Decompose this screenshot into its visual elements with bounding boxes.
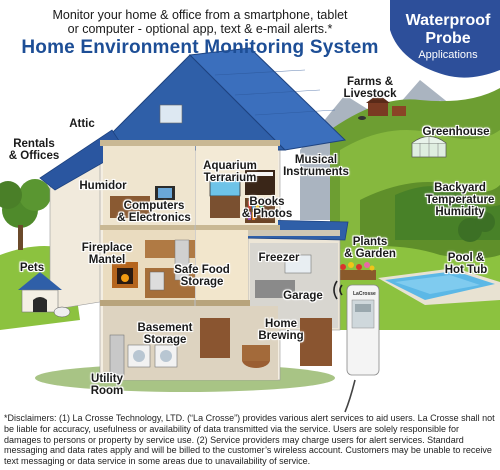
label-greenhouse: Greenhouse [422, 126, 490, 138]
waterproof-probe-badge [390, 0, 500, 78]
badge-line-2: Probe [425, 30, 471, 47]
disclaimer-text: *Disclaimers: (1) La Crosse Technology, … [4, 413, 495, 467]
dog-house-icon [18, 272, 71, 318]
flowers-icon [338, 262, 376, 280]
tagline-line-2: or computer - optional app, text & e-mai… [67, 22, 333, 36]
label-garage: Garage [283, 290, 323, 302]
sensor-brand: LaCrosse [353, 291, 376, 297]
label-attic: Attic [69, 118, 95, 130]
sensor-device-icon [344, 284, 380, 413]
label-freezer: Freezer [258, 252, 300, 264]
trees [0, 179, 495, 250]
page-title: Home Environment Monitoring System [21, 37, 379, 58]
label-pool: Pool &Hot Tub [444, 252, 488, 276]
barn-icon [358, 94, 406, 120]
tagline-line-1: Monitor your home & office from a smartp… [52, 8, 348, 22]
label-pets: Pets [19, 262, 45, 274]
badge-line-3: Applications [418, 49, 478, 61]
label-computers: Computers& Electronics [117, 200, 191, 224]
pool-icon [378, 268, 500, 305]
greenhouse-icon [411, 136, 447, 158]
label-farms: Farms &Livestock [343, 76, 397, 100]
label-humidor: Humidor [79, 180, 127, 192]
label-plants: Plants& Garden [344, 236, 396, 260]
label-rentals: Rentals& Offices [8, 138, 60, 162]
wireless-signal-icon [333, 280, 343, 300]
label-books: Books& Photos [241, 196, 293, 220]
house [35, 47, 349, 392]
badge-line-1: Waterproof [405, 12, 491, 29]
